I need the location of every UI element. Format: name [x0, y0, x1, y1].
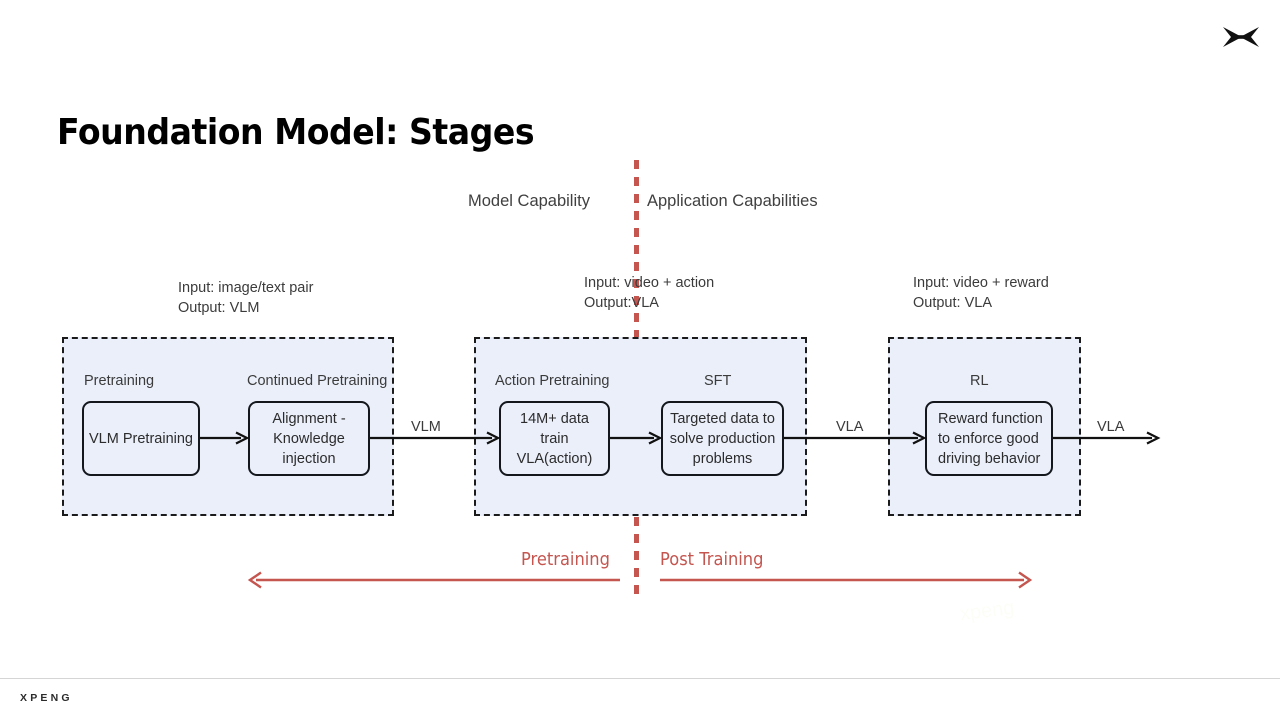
arrow-label-vla-mid: VLA: [836, 419, 864, 435]
stage-caption-action-pretraining: Action Pretraining: [495, 373, 610, 389]
footer-divider: [0, 678, 1280, 679]
node-reward-function-rl[interactable]: Reward function to enforce good driving …: [925, 401, 1053, 476]
node-label: 14M+ data train VLA(action): [516, 410, 593, 467]
io-output: Output: VLA: [913, 294, 992, 311]
application-capabilities-label: Application Capabilities: [647, 192, 818, 210]
phase-arrow-pretraining: [248, 568, 620, 592]
footer-wordmark: XPENG: [20, 692, 73, 704]
io-input: Input: video + action: [584, 275, 715, 291]
stage-caption-rl: RL: [970, 373, 989, 389]
page-title: Foundation Model: Stages: [57, 112, 535, 153]
io-output: Output: VLM: [178, 299, 260, 316]
model-capability-label: Model Capability: [468, 192, 590, 210]
io-note-pretraining: Input: image/text pair Output: VLM: [178, 279, 313, 318]
node-label: Reward function to enforce good driving …: [938, 410, 1043, 467]
node-14m-data-train-vla[interactable]: 14M+ data train VLA(action): [499, 401, 610, 476]
io-input: Input: video + reward: [913, 275, 1049, 291]
stage-caption-sft: SFT: [704, 373, 732, 389]
arrow-group1-to-group2: [370, 431, 501, 445]
stage-caption-pretraining: Pretraining: [84, 373, 155, 389]
io-note-rl: Input: video + reward Output: VLA: [913, 274, 1049, 313]
node-label: Alignment - Knowledge injection: [272, 410, 346, 467]
node-alignment-knowledge-injection[interactable]: Alignment - Knowledge injection: [248, 401, 370, 476]
arrow-label-vla-output: VLA: [1097, 419, 1125, 435]
phase-label-post-training: Post Training: [660, 550, 764, 570]
xpeng-bowtie-icon: [1222, 22, 1260, 52]
node-targeted-data-sft[interactable]: Targeted data to solve production proble…: [661, 401, 784, 476]
node-vlm-pretraining[interactable]: VLM Pretraining: [82, 401, 200, 476]
arrow-vlm-pretraining-to-alignment: [200, 431, 250, 445]
io-output: Output:VLA: [584, 294, 659, 311]
node-label: VLM Pretraining: [89, 430, 193, 447]
background-watermark: xpeng: [958, 596, 1016, 626]
arrow-action-to-sft: [610, 431, 663, 445]
arrow-label-vlm: VLM: [411, 419, 441, 435]
io-note-action-sft: Input: video + action Output:VLA: [584, 274, 714, 313]
arrow-rl-output: [1053, 431, 1161, 445]
stage-caption-continued-pretraining: Continued Pretraining: [247, 373, 388, 389]
io-input: Input: image/text pair: [178, 280, 314, 296]
phase-label-pretraining: Pretraining: [521, 550, 610, 570]
node-label: Targeted data to solve production proble…: [669, 410, 776, 467]
arrow-group2-to-group3: [784, 431, 927, 445]
phase-arrow-post-training: [660, 568, 1032, 592]
